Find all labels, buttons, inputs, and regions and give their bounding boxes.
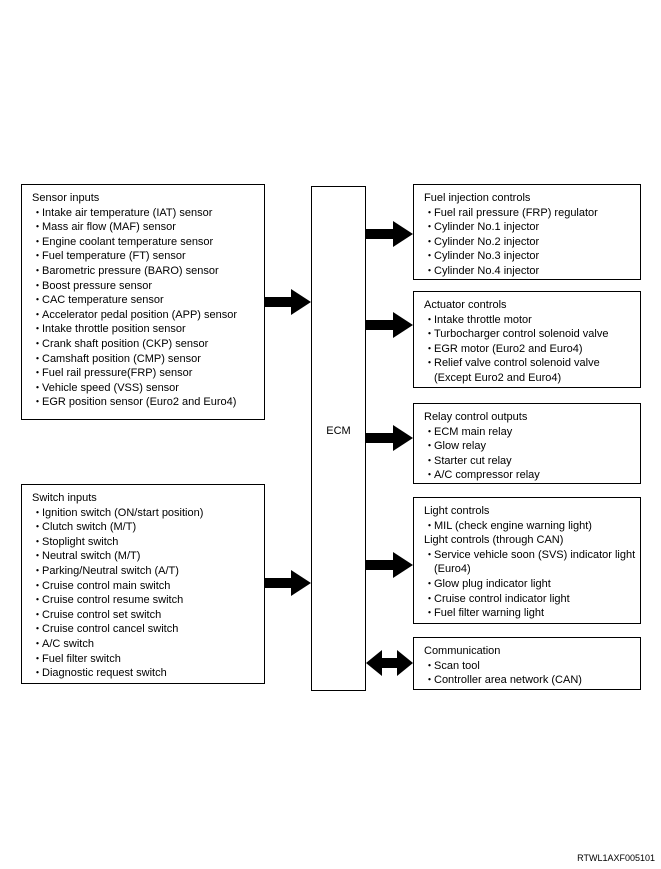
relay-title: Relay control outputs — [424, 411, 528, 423]
list-item: ・Cylinder No.3 injector — [424, 250, 540, 263]
list-item: ・Stoplight switch — [32, 535, 119, 548]
list-item: ・Cruise control set switch — [32, 608, 162, 621]
ecm-to-actuator-arrow — [366, 312, 413, 338]
list-item: ・Fuel rail pressure (FRP) regulator — [424, 206, 598, 219]
list-item: ・MIL (check engine warning light) — [424, 519, 592, 532]
list-item: ・Turbocharger control solenoid valve — [424, 328, 609, 341]
list-item-continuation: (Euro4) — [434, 563, 471, 576]
sensor-to-ecm-arrow — [265, 289, 311, 315]
list-item: ・Intake air temperature (IAT) sensor — [32, 206, 213, 219]
list-item: ・EGR position sensor (Euro2 and Euro4) — [32, 396, 237, 409]
ecm-to-light-arrow — [366, 552, 413, 578]
fuel-injection-box: Fuel injection controls ・Fuel rail press… — [413, 184, 641, 280]
switch-to-ecm-arrow — [265, 570, 311, 596]
list-item: ・Fuel temperature (FT) sensor — [32, 250, 186, 263]
list-item: ・Cruise control cancel switch — [32, 623, 179, 636]
list-item: ・Barometric pressure (BARO) sensor — [32, 264, 219, 277]
sensor-inputs-title: Sensor inputs — [32, 192, 100, 204]
relay-box: Relay control outputs ・ECM main relay ・G… — [413, 403, 641, 484]
list-item: ・CAC temperature sensor — [32, 294, 164, 307]
list-item: ・Scan tool — [424, 659, 480, 672]
ecm-to-fuel-injection-arrow — [366, 221, 413, 247]
list-item: ・A/C compressor relay — [424, 469, 540, 482]
list-item: ・Cylinder No.4 injector — [424, 264, 540, 277]
list-item-continuation: (Except Euro2 and Euro4) — [434, 371, 562, 384]
list-item: ・Clutch switch (M/T) — [32, 521, 137, 534]
list-item: ・Cylinder No.2 injector — [424, 235, 540, 248]
list-item: ・Glow plug indicator light — [424, 577, 551, 590]
reference-code: RTWL1AXF005101 — [577, 853, 655, 863]
light-box: Light controls ・MIL (check engine warnin… — [413, 497, 641, 624]
list-item: ・Glow relay — [424, 440, 486, 453]
list-item: ・Cruise control main switch — [32, 579, 171, 592]
list-item: ・A/C switch — [32, 637, 94, 650]
ecm-to-relay-arrow — [366, 425, 413, 451]
switch-inputs-box: Switch inputs ・Ignition switch (ON/start… — [21, 484, 265, 684]
actuator-box: Actuator controls ・Intake throttle motor… — [413, 291, 641, 388]
ecm-label: ECM — [326, 425, 351, 437]
list-item: ・Parking/Neutral switch (A/T) — [32, 564, 179, 577]
list-item: ・Vehicle speed (VSS) sensor — [32, 381, 179, 394]
fuel-injection-title: Fuel injection controls — [424, 192, 531, 204]
light-title: Light controls — [424, 505, 490, 517]
switch-inputs-title: Switch inputs — [32, 492, 97, 504]
list-item: ・Cruise control resume switch — [32, 594, 184, 607]
sensor-inputs-box: Sensor inputs ・Intake air temperature (I… — [21, 184, 265, 420]
list-item: ・ECM main relay — [424, 425, 513, 438]
list-item: ・Crank shaft position (CKP) sensor — [32, 337, 209, 350]
list-item: ・Accelerator pedal position (APP) sensor — [32, 308, 238, 321]
list-item: ・Cylinder No.1 injector — [424, 221, 540, 234]
list-item: ・Engine coolant temperature sensor — [32, 235, 214, 248]
list-item: ・Cruise control indicator light — [424, 592, 570, 605]
list-item: ・Neutral switch (M/T) — [32, 550, 141, 563]
list-item: ・Boost pressure sensor — [32, 279, 153, 292]
list-item: ・Service vehicle soon (SVS) indicator li… — [424, 548, 636, 561]
list-item: ・Fuel filter switch — [32, 652, 121, 665]
list-item: ・Relief valve control solenoid valve — [424, 357, 600, 370]
communication-box: Communication ・Scan tool ・Controller are… — [413, 637, 641, 690]
list-item: ・Intake throttle position sensor — [32, 323, 186, 336]
ecm-communication-bidirectional-arrow — [366, 650, 413, 676]
light-subtitle: Light controls (through CAN) — [424, 534, 564, 547]
list-item: ・Camshaft position (CMP) sensor — [32, 352, 201, 365]
list-item: ・Controller area network (CAN) — [424, 674, 582, 687]
actuator-title: Actuator controls — [424, 299, 507, 311]
list-item: ・Intake throttle motor — [424, 313, 532, 326]
communication-title: Communication — [424, 645, 501, 657]
list-item: ・Fuel filter warning light — [424, 607, 545, 620]
list-item: ・Mass air flow (MAF) sensor — [32, 221, 176, 234]
list-item: ・Fuel rail pressure(FRP) sensor — [32, 367, 193, 380]
ecm-box: ECM — [311, 186, 366, 691]
list-item: ・Diagnostic request switch — [32, 667, 167, 680]
list-item: ・Starter cut relay — [424, 454, 512, 467]
list-item: ・Ignition switch (ON/start position) — [32, 506, 204, 519]
list-item: ・EGR motor (Euro2 and Euro4) — [424, 342, 583, 355]
